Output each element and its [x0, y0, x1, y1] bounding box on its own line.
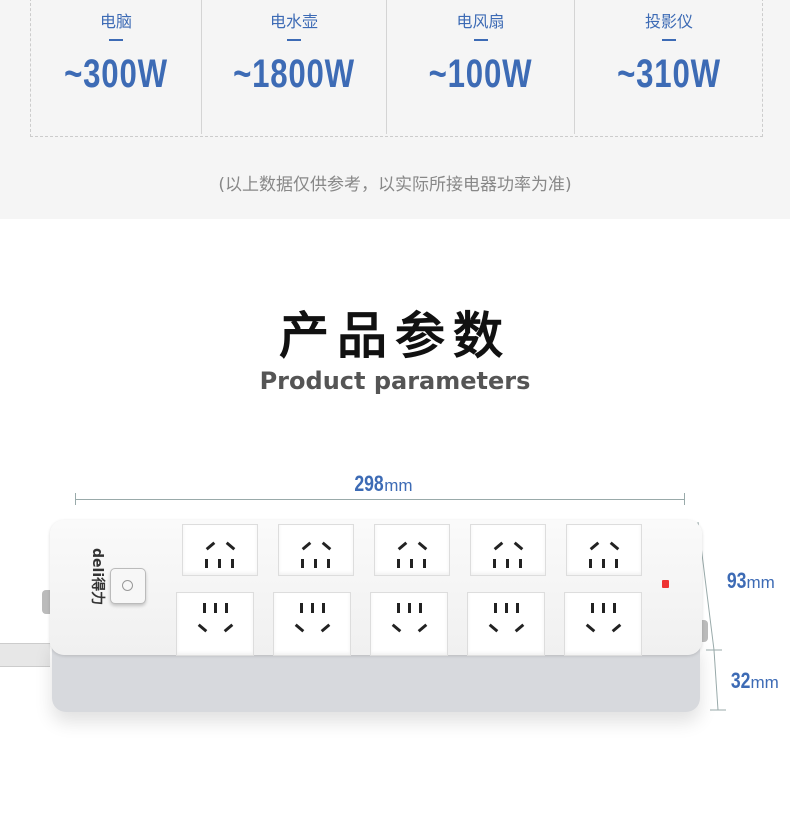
section-title: 产品参数: [279, 307, 511, 365]
width-unit: mm: [746, 573, 775, 592]
power-cord: [0, 643, 50, 667]
length-unit: mm: [384, 476, 413, 495]
socket-hole: [615, 559, 618, 568]
socket-hole: [514, 623, 525, 633]
socket-hole: [223, 623, 234, 633]
socket-hole: [589, 559, 592, 568]
socket-hole: [301, 559, 304, 568]
socket-hole: [327, 559, 330, 568]
socket-hole: [231, 559, 234, 568]
socket-hole: [214, 603, 217, 613]
socket-bottom: [176, 592, 254, 656]
socket-hole: [294, 623, 305, 633]
appliance-power: ~1800W: [233, 52, 355, 96]
appliance-kettle: 电水壶 ~1800W: [201, 0, 386, 134]
disclaimer-note: (以上数据仅供参考，以实际所接电器功率为准): [218, 175, 572, 195]
appliance-name: 投影仪: [644, 12, 693, 31]
socket-hole: [397, 603, 400, 613]
socket-top: [182, 524, 258, 576]
socket-hole: [410, 559, 413, 568]
socket-bottom: [467, 592, 545, 656]
socket-hole: [585, 623, 596, 633]
appliance-name: 电脑: [99, 12, 132, 31]
socket-hole: [513, 541, 524, 551]
indicator-light: [662, 580, 669, 588]
section-subtitle: Product parameters: [259, 367, 531, 395]
socket-hole: [506, 559, 509, 568]
socket-hole: [602, 559, 605, 568]
height-label: 32mm: [726, 668, 779, 694]
socket-hole: [391, 623, 402, 633]
height-unit: mm: [750, 673, 779, 692]
socket-hole: [505, 603, 508, 613]
appliance-table: 电脑 ~300W 电水壶 ~1800W 电风扇 ~100W 投影仪 ~310W: [30, 0, 763, 137]
socket-hole: [218, 559, 221, 568]
socket-hole: [205, 541, 216, 551]
socket-hole: [203, 603, 206, 613]
brand-logo: deli得力: [89, 548, 105, 606]
socket-hole: [397, 559, 400, 568]
socket-bottom: [273, 592, 351, 656]
socket-hole: [423, 559, 426, 568]
appliance-power: ~300W: [64, 52, 168, 96]
socket-hole: [301, 541, 312, 551]
power-reference-section: 电脑 ~300W 电水壶 ~1800W 电风扇 ~100W 投影仪 ~310W …: [0, 0, 790, 219]
power-strip: deli得力: [50, 520, 702, 656]
length-label: 298mm: [330, 471, 430, 497]
socket-hole: [225, 603, 228, 613]
appliance-name: 电风扇: [456, 12, 505, 31]
socket-top: [278, 524, 354, 576]
socket-top: [470, 524, 546, 576]
length-value: 298: [354, 471, 385, 496]
socket-hole: [300, 603, 303, 613]
socket-hole: [591, 603, 594, 613]
socket-hole: [314, 559, 317, 568]
socket-hole: [417, 541, 428, 551]
divider: [109, 39, 123, 41]
socket-hole: [609, 541, 620, 551]
socket-hole: [519, 559, 522, 568]
socket-hole: [494, 603, 497, 613]
appliance-name: 电水壶: [269, 12, 318, 31]
socket-hole: [611, 623, 622, 633]
socket-top: [566, 524, 642, 576]
power-icon: [122, 580, 133, 591]
socket-hole: [417, 623, 428, 633]
appliance-power: ~100W: [428, 52, 533, 96]
power-switch-button[interactable]: [110, 568, 146, 604]
height-value: 32: [730, 668, 751, 693]
tick: [75, 493, 76, 505]
socket-hole: [197, 623, 208, 633]
socket-hole: [397, 541, 408, 551]
socket-hole: [493, 559, 496, 568]
width-label: 93mm: [722, 568, 775, 594]
socket-bottom: [564, 592, 642, 656]
socket-hole: [488, 623, 499, 633]
socket-hole: [602, 603, 605, 613]
appliance-computer: 电脑 ~300W: [31, 0, 201, 134]
socket-hole: [613, 603, 616, 613]
socket-hole: [205, 559, 208, 568]
socket-hole: [320, 623, 331, 633]
length-dimension-line: [75, 499, 685, 500]
socket-hole: [419, 603, 422, 613]
appliance-projector: 投影仪 ~310W: [574, 0, 763, 134]
tick: [684, 493, 685, 505]
appliance-fan: 电风扇 ~100W: [386, 0, 574, 134]
socket-hole: [516, 603, 519, 613]
socket-hole: [311, 603, 314, 613]
divider: [473, 39, 488, 41]
socket-hole: [408, 603, 411, 613]
divider: [287, 39, 301, 41]
socket-bottom: [370, 592, 448, 656]
socket-hole: [493, 541, 504, 551]
divider: [662, 39, 676, 41]
socket-hole: [321, 541, 332, 551]
socket-top: [374, 524, 450, 576]
width-value: 93: [726, 568, 747, 593]
socket-hole: [322, 603, 325, 613]
appliance-power: ~310W: [617, 52, 721, 96]
socket-hole: [225, 541, 236, 551]
socket-hole: [589, 541, 600, 551]
